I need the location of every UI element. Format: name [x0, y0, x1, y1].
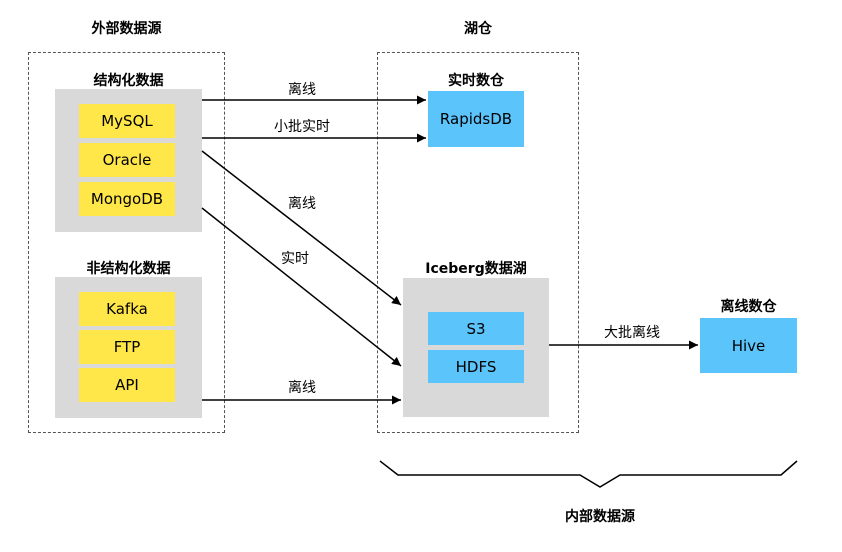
- edge-label-offline-1: 离线: [288, 82, 316, 98]
- edge-label-realtime: 实时: [281, 251, 309, 267]
- hive-node: Hive: [700, 318, 797, 373]
- source-mongodb: MongoDB: [79, 182, 175, 216]
- iceberg-lake-title: Iceberg数据湖: [425, 261, 527, 277]
- internal-sources-brace: [379, 460, 798, 488]
- source-kafka: Kafka: [79, 292, 175, 326]
- edge-label-offline-2: 离线: [288, 196, 316, 212]
- source-oracle: Oracle: [79, 143, 175, 177]
- s3-node: S3: [428, 312, 524, 345]
- edge-label-offline-3: 离线: [288, 380, 316, 396]
- external-sources-container: [28, 52, 225, 433]
- edge-label-big-batch-offline: 大批离线: [604, 325, 660, 341]
- source-mysql: MySQL: [79, 104, 175, 138]
- realtime-warehouse-title: 实时数仓: [448, 73, 504, 89]
- hdfs-node: HDFS: [428, 350, 524, 383]
- offline-warehouse-title: 离线数仓: [720, 299, 777, 315]
- source-ftp: FTP: [79, 330, 175, 364]
- lakehouse-title: 湖仓: [464, 21, 492, 37]
- rapidsdb-node: RapidsDB: [428, 91, 524, 147]
- edge-oracle-iceberg-offline: [201, 150, 402, 306]
- edge-mongodb-iceberg-realtime: [201, 207, 402, 367]
- internal-sources-label: 内部数据源: [565, 509, 635, 525]
- lakehouse-container: [377, 52, 579, 433]
- external-sources-title: 外部数据源: [91, 21, 162, 37]
- source-api: API: [79, 368, 175, 402]
- structured-data-title: 结构化数据: [93, 73, 164, 89]
- edge-label-small-batch-realtime: 小批实时: [274, 119, 330, 135]
- unstructured-data-title: 非结构化数据: [86, 261, 171, 277]
- iceberg-lake-box: [403, 278, 549, 417]
